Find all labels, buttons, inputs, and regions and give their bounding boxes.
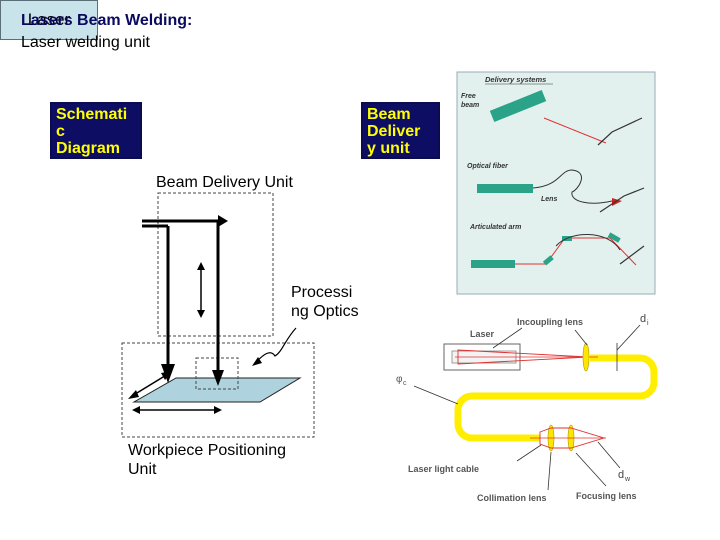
arm-laser-icon xyxy=(471,260,515,268)
beam-box-line-1: Beam xyxy=(367,106,411,123)
slide-title: Lasers Beam Welding: xyxy=(21,12,193,29)
workpiece-line-2: Unit xyxy=(128,461,157,478)
x-arrow-left-head xyxy=(132,406,140,414)
delivery-systems-panel: Delivery systems Free beam Optical fiber… xyxy=(456,71,656,295)
x-arrow-right-head xyxy=(214,406,222,414)
d-w-pointer xyxy=(597,441,621,469)
beam-delivery-box: Beam Deliver y unit xyxy=(361,102,440,159)
arm-mirror-1 xyxy=(542,255,554,266)
d-i-label: d xyxy=(640,313,646,325)
output-beam xyxy=(539,427,606,449)
incoupling-lens xyxy=(582,342,590,372)
processing-optics-label: Processi ng Optics xyxy=(291,283,359,321)
y-arrow-head-2 xyxy=(161,371,172,380)
delivery-panel-bg xyxy=(456,71,656,295)
z-arrow-down-head xyxy=(197,310,205,318)
schematic-diagram-box: Schemati c Diagram xyxy=(50,102,142,159)
processing-line-2: ng Optics xyxy=(291,303,359,320)
workpiece-positioning-label: Workpiece Positioning Unit xyxy=(128,441,286,479)
focusing-lens-label: Focusing lens xyxy=(576,491,637,501)
workpiece-plate xyxy=(132,377,302,403)
processing-line-1: Processi xyxy=(291,284,353,301)
y-axis-arrow xyxy=(131,373,169,397)
fiber-cable xyxy=(532,169,613,204)
processing-pointer-line xyxy=(253,327,297,365)
fiber-target xyxy=(599,187,645,213)
incoupling-pointer xyxy=(574,329,588,346)
arm-linkage xyxy=(555,234,621,251)
lens-label: Lens xyxy=(541,196,557,203)
z-arrow-up-head xyxy=(197,262,205,270)
fiber-head xyxy=(612,198,622,206)
phi-c-pointer xyxy=(413,385,459,405)
d-i-subscript: i xyxy=(647,320,649,327)
laser-pointer xyxy=(492,327,523,349)
collimation-pointer xyxy=(547,451,552,491)
arm-target xyxy=(619,245,645,265)
schematic-line-2: c xyxy=(56,123,65,140)
workpiece-line-1: Workpiece Positioning xyxy=(128,442,287,459)
fiber-laser-label: Laser xyxy=(470,329,495,339)
arm-mirror-3 xyxy=(607,232,621,243)
schematic-line-1: Schemati xyxy=(56,106,128,123)
laser-box: Laser xyxy=(0,0,98,40)
free-beam-label-1: Free xyxy=(461,93,476,100)
articulated-arm-label: Articulated arm xyxy=(469,224,521,231)
schematic-line-3: Diagram xyxy=(56,140,121,157)
laser-light-cable xyxy=(454,354,658,442)
processing-pointer-head xyxy=(252,357,262,366)
cable-pointer xyxy=(516,444,542,462)
d-w-label: d xyxy=(618,469,624,481)
d-i-pointer xyxy=(616,324,641,351)
beam-delivery-region xyxy=(157,192,274,337)
incoupling-lens-label: Incoupling lens xyxy=(517,317,583,327)
beam-arrowhead-right xyxy=(218,215,228,227)
beam-box-line-2: Deliver xyxy=(367,123,421,140)
slide-subtitle: Laser welding unit xyxy=(21,34,150,51)
beam-delivery-unit-label: Beam Delivery Unit xyxy=(156,174,293,191)
laser-light-cable-label: Laser light cable xyxy=(408,464,479,474)
optical-fiber-label: Optical fiber xyxy=(467,163,509,170)
y-arrow-head-1 xyxy=(128,390,139,399)
focusing-pointer xyxy=(575,452,607,487)
beam-arrowhead-down-right xyxy=(212,370,224,386)
free-beam-laser-icon xyxy=(489,89,547,123)
free-beam-label-2: beam xyxy=(461,102,479,109)
delivery-heading: Delivery systems xyxy=(485,75,546,84)
d-w-subscript: w xyxy=(624,476,631,483)
phi-c-subscript: c xyxy=(403,380,407,387)
fiber-laser-icon xyxy=(477,184,533,193)
free-beam-target xyxy=(597,117,643,146)
beam-box-line-3: y unit xyxy=(367,140,410,157)
collimation-lens-label: Collimation lens xyxy=(477,493,547,503)
phi-c-label: φ xyxy=(396,374,403,385)
fiber-optics-panel: Laser Incoupling lens d i φ c Laser ligh… xyxy=(396,313,658,503)
free-beam-ray xyxy=(543,117,607,144)
